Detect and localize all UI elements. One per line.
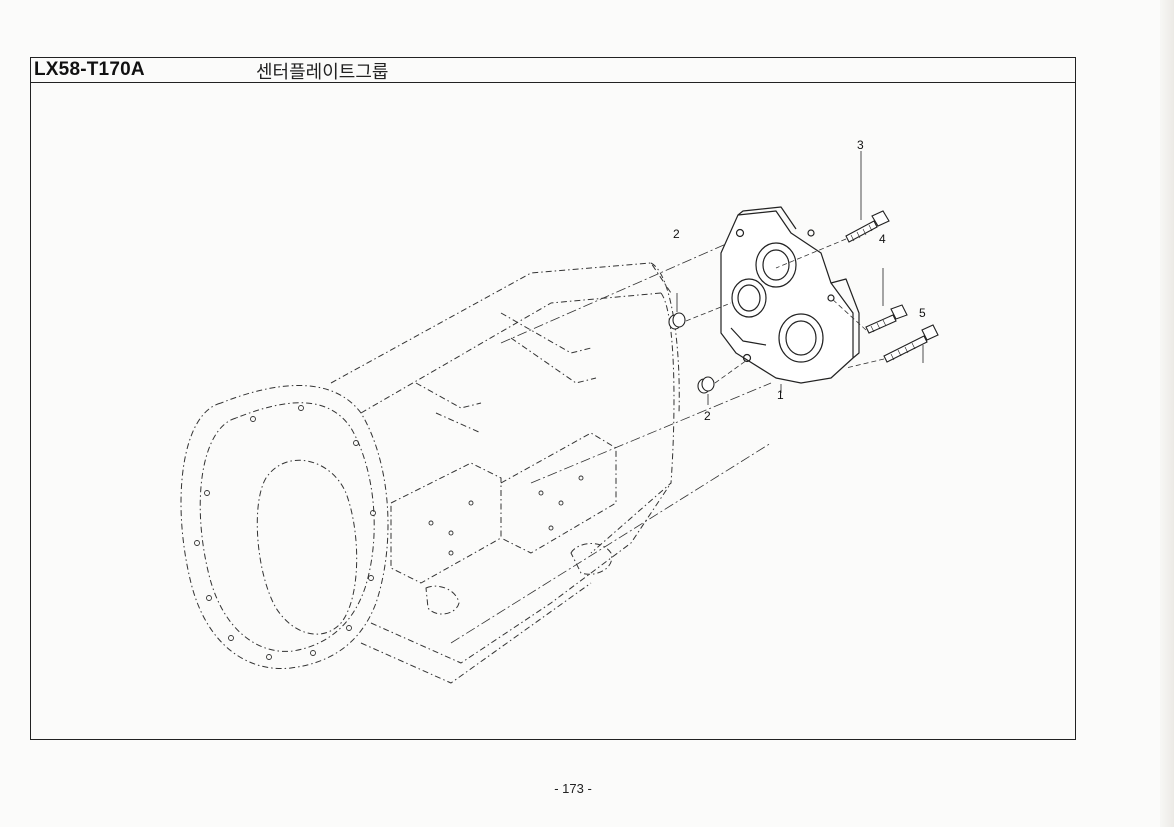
bushing-2-upper — [668, 312, 686, 330]
transmission-housing — [180, 262, 680, 684]
assembly-center-lines — [450, 232, 772, 644]
bolt-5 — [883, 324, 939, 363]
center-plate — [720, 206, 860, 384]
part-leader-lines — [676, 151, 924, 405]
bolt-4 — [865, 304, 908, 334]
callout-2-lower: 2 — [704, 409, 711, 423]
callout-4: 4 — [879, 232, 886, 246]
housing-bolt-holes — [194, 405, 584, 660]
page-number: - 173 - — [554, 781, 592, 796]
frame-header: LX58-T170A 센터플레이트그룹 — [31, 58, 1075, 83]
callout-3: 3 — [857, 138, 864, 152]
callout-2-upper: 2 — [673, 227, 680, 241]
group-name: 센터플레이트그룹 — [256, 62, 389, 83]
part-dash-lines — [685, 238, 885, 384]
bushing-2-lower — [697, 376, 715, 394]
bolt-3 — [845, 210, 890, 243]
part-code: LX58-T170A — [34, 59, 145, 80]
callout-5: 5 — [919, 306, 926, 320]
exploded-parts-drawing — [180, 151, 939, 684]
sheet-edge — [1160, 0, 1174, 827]
callout-1: 1 — [777, 388, 784, 402]
diagram-frame: LX58-T170A 센터플레이트그룹 — [30, 57, 1076, 740]
